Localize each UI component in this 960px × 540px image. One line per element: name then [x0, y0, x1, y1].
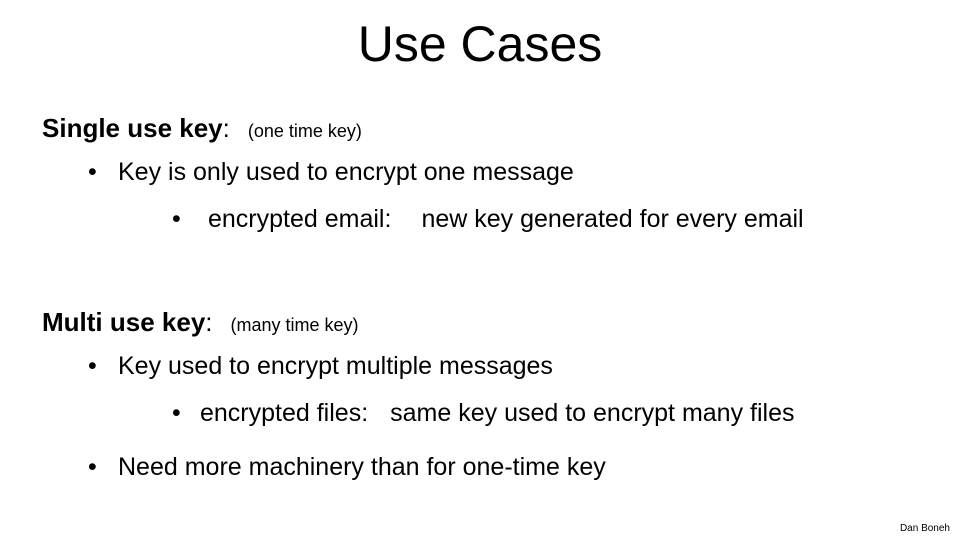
- bullet-key-used-multiple: • Key used to encrypt multiple messages: [88, 350, 553, 382]
- single-use-colon: :: [222, 113, 230, 143]
- bullet-text: Key is only used to encrypt one message: [118, 158, 574, 186]
- multi-use-key-label: Multi use key: [42, 307, 206, 337]
- bullet-text: Key used to encrypt multiple messages: [118, 352, 553, 380]
- bullet-glyph: •: [88, 158, 97, 186]
- bullet-glyph: •: [88, 352, 97, 380]
- sub-bullet-label: encrypted files:: [200, 399, 369, 427]
- sub-bullet-encrypted-email: • encrypted email: new key generated for e…: [172, 203, 804, 235]
- bullet-need-more-machinery: • Need more machinery than for one-time k…: [88, 451, 606, 483]
- bullet-glyph: •: [172, 399, 181, 427]
- sub-bullet-label: encrypted email:: [208, 205, 392, 233]
- sub-bullet-text: same key used to encrypt many files: [390, 399, 795, 427]
- multi-use-note: (many time key): [230, 315, 359, 335]
- single-use-note: (one time key): [247, 121, 362, 141]
- single-use-key-label: Single use key: [42, 113, 223, 143]
- footer-author: Dan Boneh: [899, 523, 950, 534]
- bullet-text: Need more machinery than for one-time ke…: [118, 453, 606, 481]
- section-heading-single-use: Single use key: (one time key): [42, 112, 362, 147]
- bullet-glyph: •: [88, 453, 97, 481]
- bullet-key-used-once: • Key is only used to encrypt one message: [88, 156, 574, 188]
- multi-use-colon: :: [205, 307, 213, 337]
- section-heading-multi-use: Multi use key: (many time key): [42, 306, 359, 341]
- sub-bullet-encrypted-files: • encrypted files: same key used to encryp…: [172, 397, 795, 429]
- slide-title: Use Cases: [357, 16, 603, 72]
- bullet-glyph: •: [172, 205, 181, 233]
- sub-bullet-text: new key generated for every email: [421, 205, 804, 233]
